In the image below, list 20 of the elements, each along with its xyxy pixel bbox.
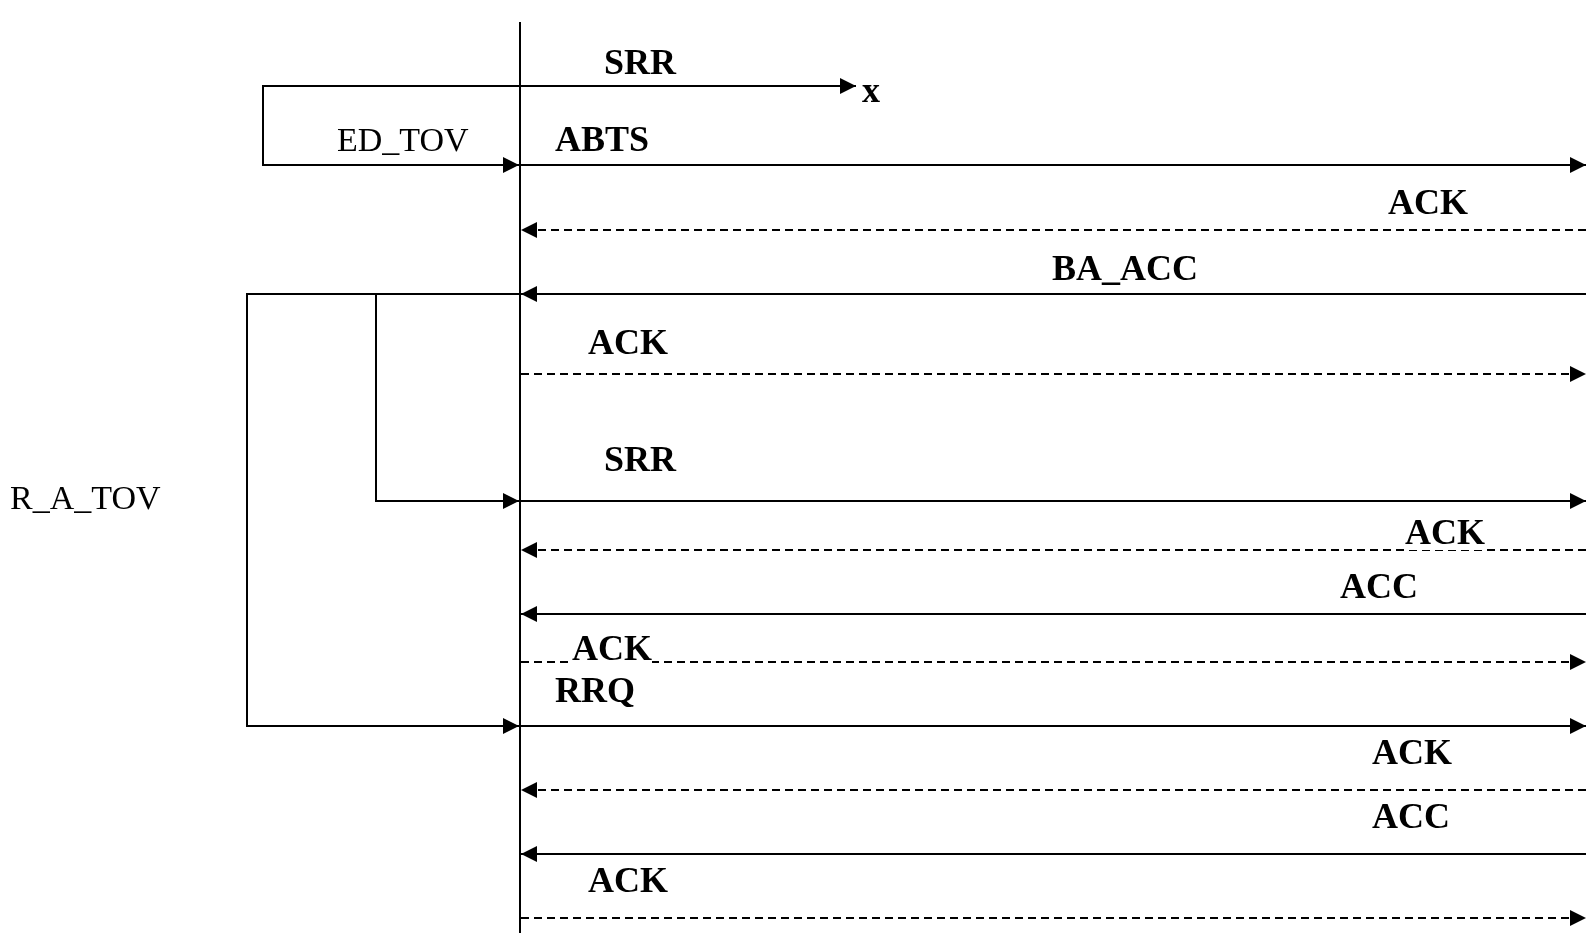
timer-bracket bbox=[246, 293, 520, 734]
dashed-arrow bbox=[520, 542, 1587, 558]
dashed-arrow bbox=[520, 222, 1587, 238]
arrow bbox=[520, 286, 1587, 302]
arrow bbox=[520, 493, 1587, 509]
arrow bbox=[520, 78, 857, 94]
lifeline bbox=[519, 22, 521, 933]
dashed-arrow bbox=[520, 910, 1587, 926]
dashed-arrow bbox=[520, 654, 1587, 670]
arrow bbox=[520, 606, 1587, 622]
axis-label: x bbox=[862, 72, 884, 108]
timer-bracket bbox=[262, 85, 520, 173]
arrow bbox=[520, 846, 1587, 862]
dashed-arrow bbox=[520, 366, 1587, 382]
timer-label: ED_TOV bbox=[337, 122, 469, 158]
arrow bbox=[520, 157, 1587, 173]
arrow bbox=[520, 718, 1587, 734]
timer-label: R_A_TOV bbox=[10, 480, 161, 516]
dashed-arrow bbox=[520, 782, 1587, 798]
timer-bracket bbox=[375, 293, 520, 509]
